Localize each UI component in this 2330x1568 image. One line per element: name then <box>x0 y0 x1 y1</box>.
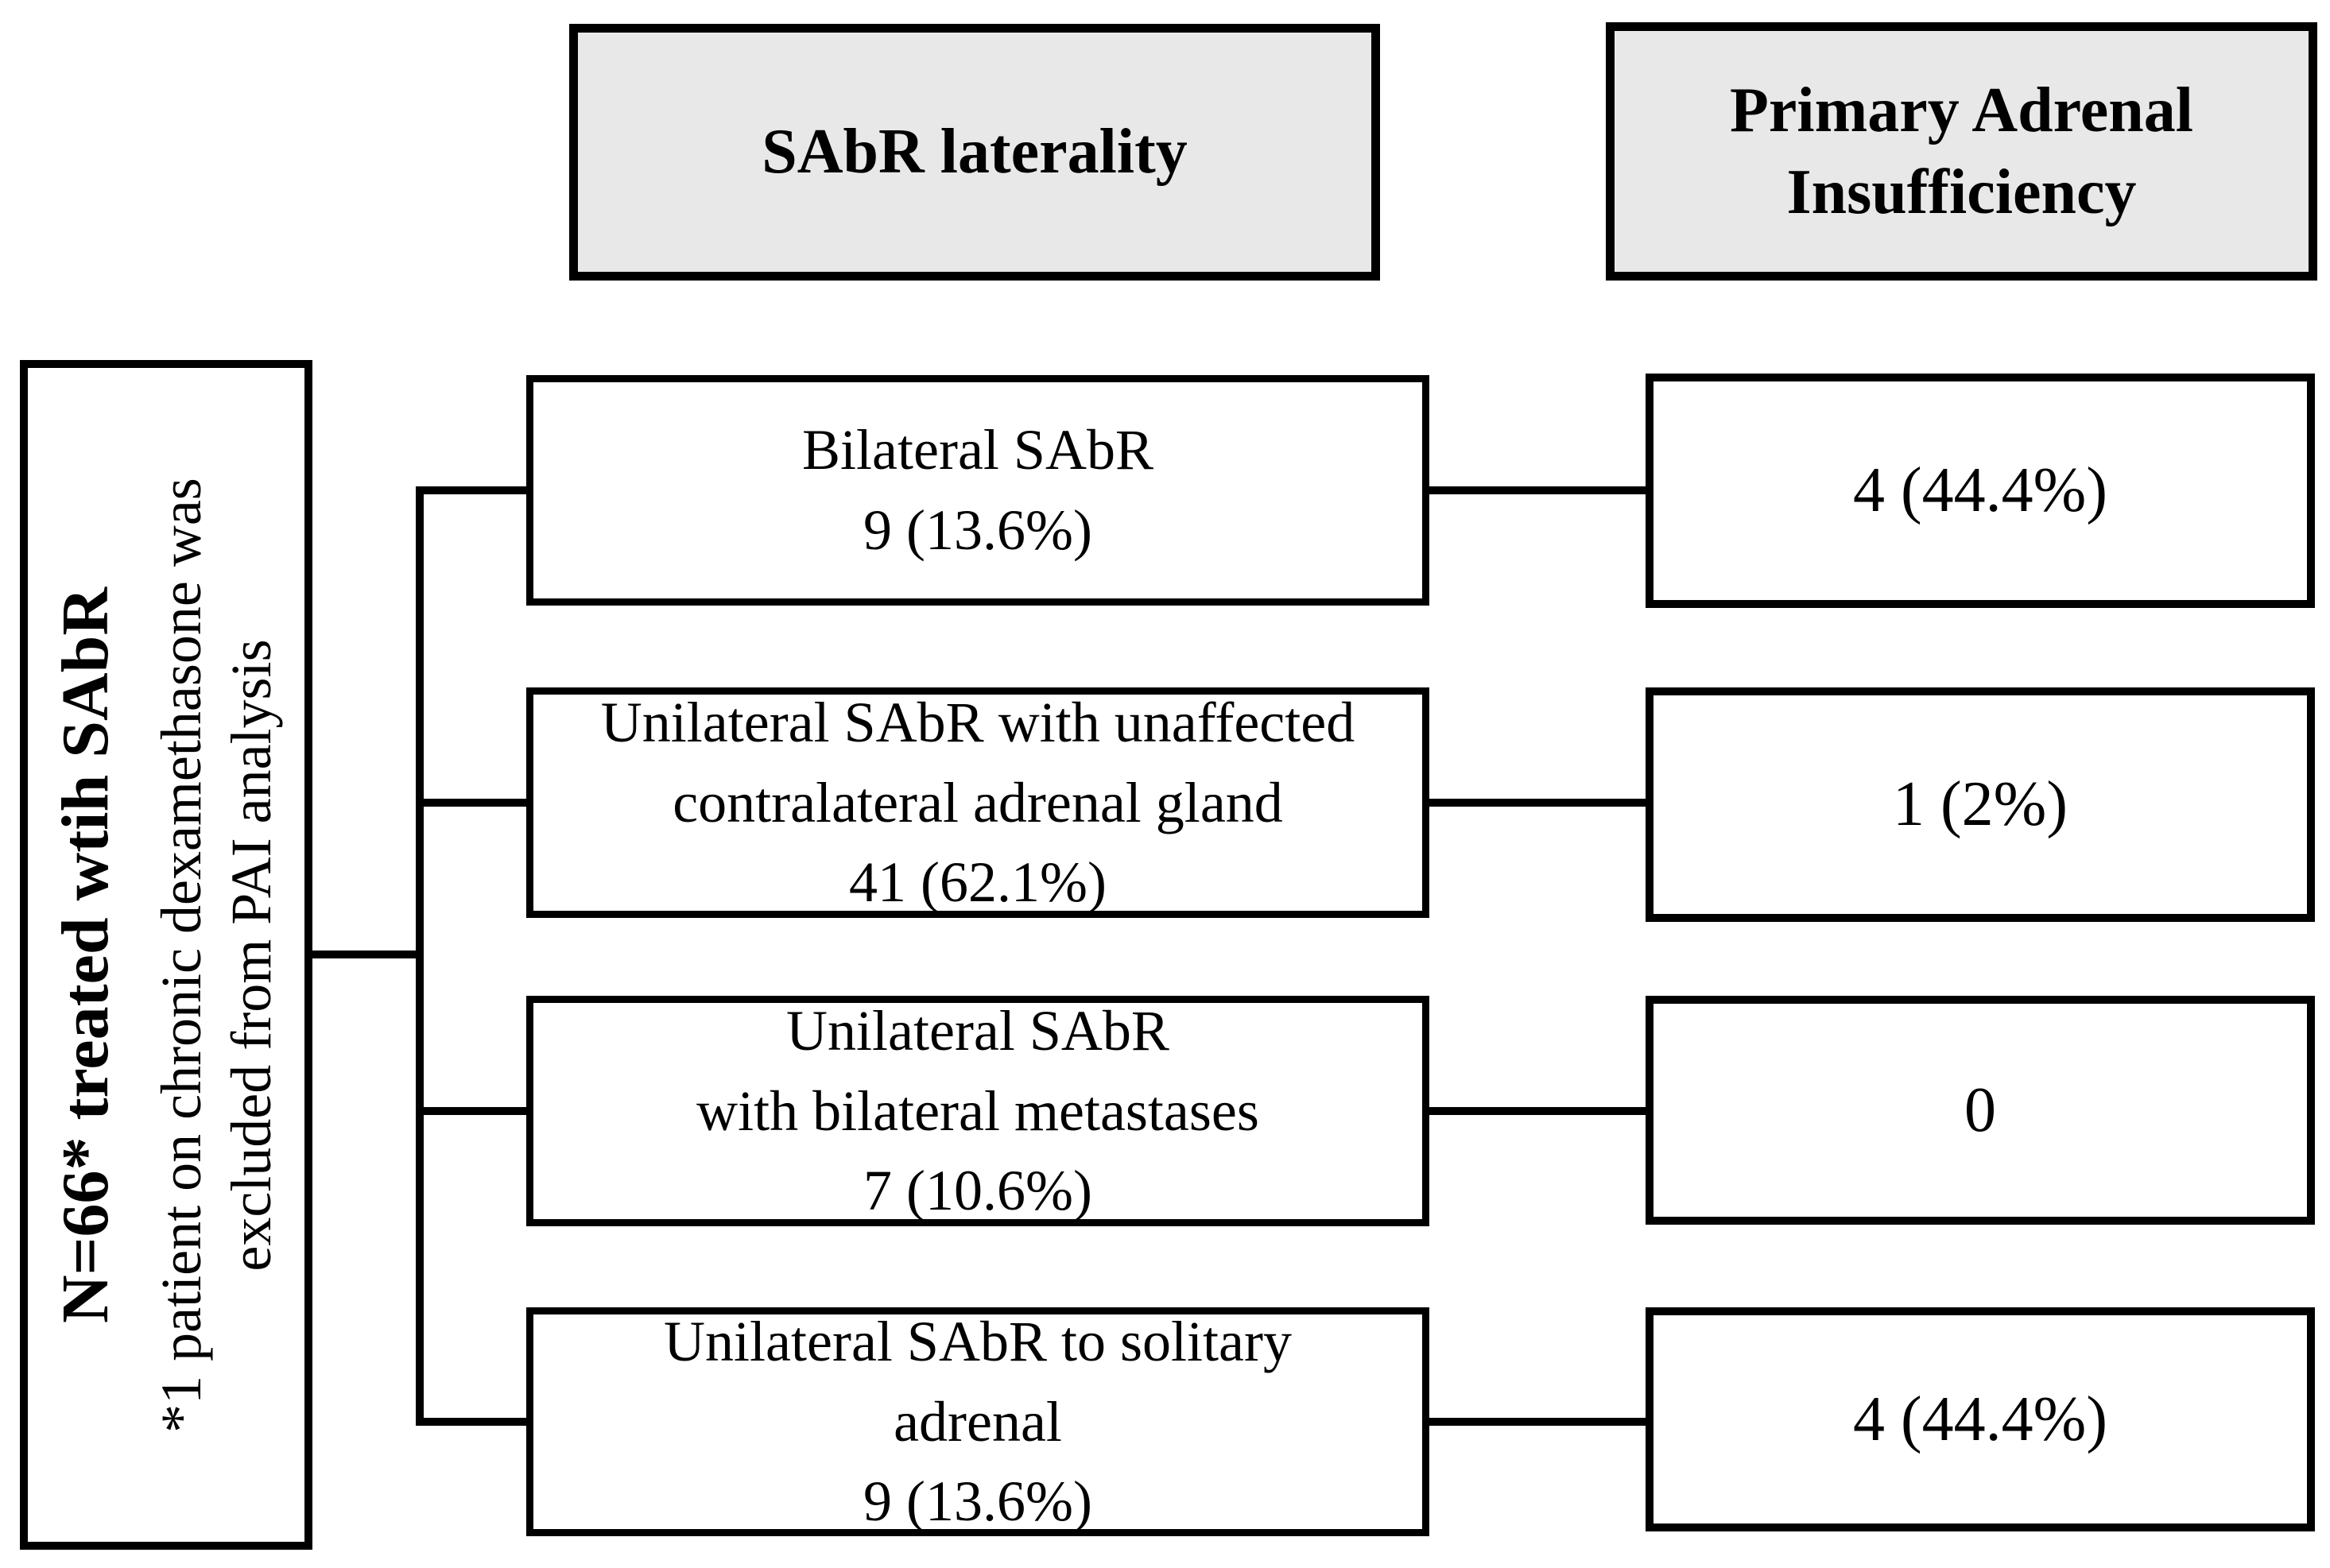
pai-result-value-3: 0 <box>1964 1074 1996 1145</box>
pai-result-box-2: 1 (2%) <box>1646 687 2315 922</box>
laterality-box-unilateral-solitary-line-2: adrenal <box>894 1389 1062 1454</box>
pai-result-value-1: 4 (44.4%) <box>1853 455 2107 525</box>
pai-result-box-3: 0 <box>1646 996 2315 1225</box>
header-sabr-laterality: SAbR laterality <box>569 24 1380 281</box>
root-cohort-note-line-1: *1 patient on chronic dexamethasone was <box>149 477 213 1433</box>
header-primary-adrenal-insufficiency: Primary Adrenal Insufficiency <box>1606 22 2317 281</box>
laterality-box-unilateral-bilateral-mets-count: 7 (10.6%) <box>863 1159 1092 1223</box>
connector-row-2-to-pai <box>1429 799 1646 807</box>
connector-root-to-spine <box>312 950 424 958</box>
connector-branch-row-1 <box>416 486 526 494</box>
laterality-box-unilateral-unaffected-count: 41 (62.1%) <box>849 850 1107 915</box>
laterality-box-unilateral-bilateral-mets: Unilateral SAbR with bilateral metastase… <box>526 996 1429 1226</box>
laterality-box-unilateral-unaffected-line-2: contralateral adrenal gland <box>673 770 1283 834</box>
connector-branch-row-3 <box>416 1107 526 1115</box>
header-sabr-laterality-label: SAbR laterality <box>762 117 1188 188</box>
laterality-box-unilateral-unaffected: Unilateral SAbR with unaffected contrala… <box>526 687 1429 918</box>
pai-result-box-4: 4 (44.4%) <box>1646 1307 2315 1531</box>
connector-branch-row-4 <box>416 1418 526 1426</box>
root-cohort-box: N=66* treated wtih SAbR *1 patient on ch… <box>20 360 312 1550</box>
laterality-box-unilateral-unaffected-line-1: Unilateral SAbR with unaffected <box>600 690 1355 754</box>
connector-row-1-to-pai <box>1429 486 1646 494</box>
root-cohort-note-line-2: excluded from PAI analysis <box>219 638 283 1272</box>
laterality-box-unilateral-solitary-line-1: Unilateral SAbR to solitary <box>664 1309 1292 1373</box>
laterality-box-bilateral: Bilateral SAbR 9 (13.6%) <box>526 375 1429 606</box>
connector-row-3-to-pai <box>1429 1107 1646 1115</box>
root-cohort-rotated-text: N=66* treated wtih SAbR *1 patient on ch… <box>46 387 286 1523</box>
laterality-box-unilateral-bilateral-mets-line-1: Unilateral SAbR <box>786 998 1169 1063</box>
laterality-box-unilateral-solitary: Unilateral SAbR to solitary adrenal 9 (1… <box>526 1307 1429 1536</box>
laterality-box-bilateral-line-1: Bilateral SAbR <box>802 418 1153 482</box>
pai-result-value-2: 1 (2%) <box>1893 769 2068 839</box>
root-cohort-title: N=66* treated wtih SAbR <box>48 587 122 1323</box>
header-primary-adrenal-insufficiency-label: Primary Adrenal Insufficiency <box>1730 75 2193 227</box>
laterality-box-bilateral-count: 9 (13.6%) <box>863 498 1092 562</box>
laterality-box-unilateral-bilateral-mets-line-2: with bilateral metastases <box>696 1078 1259 1143</box>
connector-spine <box>416 486 424 1426</box>
pai-result-value-4: 4 (44.4%) <box>1853 1384 2107 1454</box>
pai-result-box-1: 4 (44.4%) <box>1646 374 2315 608</box>
laterality-box-unilateral-solitary-count: 9 (13.6%) <box>863 1469 1092 1534</box>
connector-branch-row-2 <box>416 799 526 807</box>
connector-row-4-to-pai <box>1429 1418 1646 1426</box>
